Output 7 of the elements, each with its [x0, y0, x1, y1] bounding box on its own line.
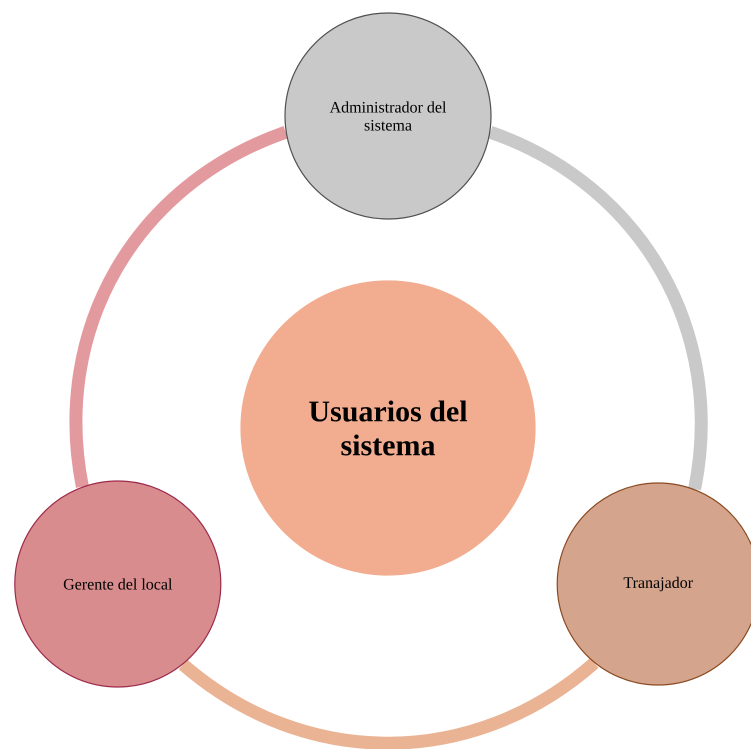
ring-arc	[179, 658, 598, 749]
circle-node: Administrador del sistema	[284, 12, 492, 220]
ring-arc	[488, 126, 708, 490]
circle-node: Gerente del local	[14, 480, 222, 688]
ring-arc	[70, 126, 288, 488]
circle-node: Tranajador	[556, 482, 751, 686]
circle-node: Usuarios del sistema	[240, 280, 536, 576]
